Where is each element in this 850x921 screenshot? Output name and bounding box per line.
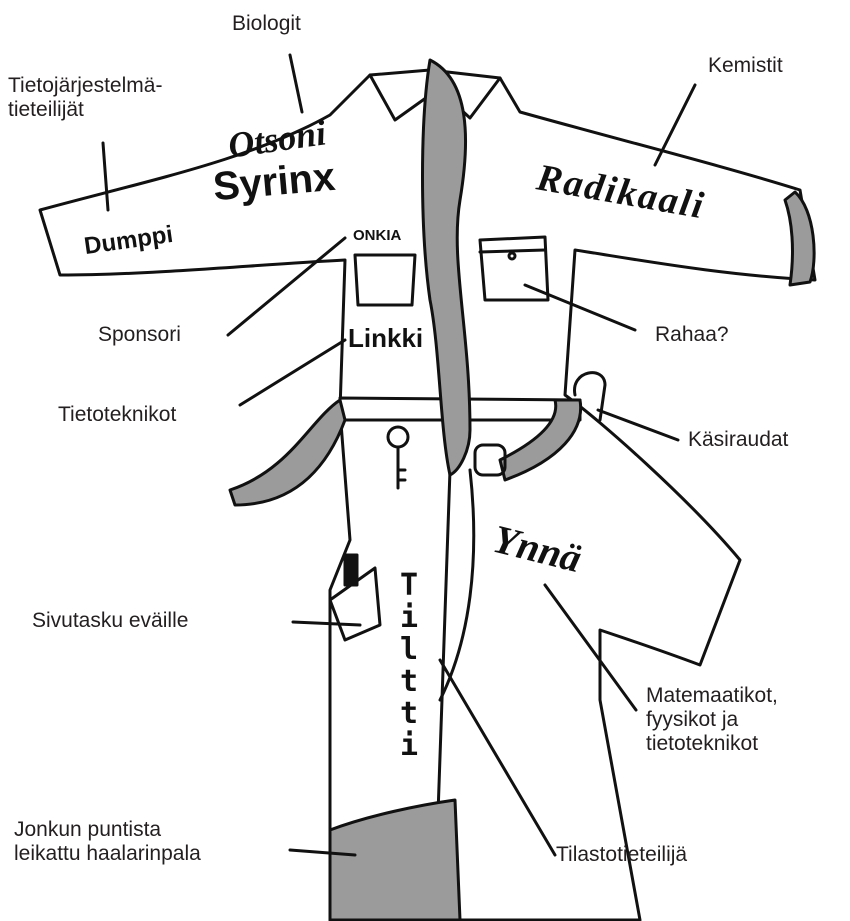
label-jonkun-puntista: Jonkun puntista leikattu haalarinpala xyxy=(14,818,201,866)
label-sivutasku: Sivutasku eväille xyxy=(32,609,188,633)
label-matemaatikot: Matemaatikot, fyysikot ja tietoteknikot xyxy=(646,684,778,756)
label-kasiraudat: Käsiraudat xyxy=(688,428,788,452)
label-tietoteknikot: Tietoteknikot xyxy=(58,403,176,427)
pen-icon xyxy=(345,555,357,585)
label-kemistit: Kemistit xyxy=(708,54,783,78)
brand-onkia: ONKIA xyxy=(353,227,401,244)
label-rahaa: Rahaa? xyxy=(655,323,729,347)
label-tietojarjestelmatieteilijat: Tietojärjestelmä- tieteilijät xyxy=(8,74,162,122)
label-tilastotieteilija: Tilastotieteilijä xyxy=(556,843,687,867)
label-sponsori: Sponsori xyxy=(98,323,181,347)
brand-tiltti: Tiltti xyxy=(400,570,420,762)
brand-linkki: Linkki xyxy=(348,323,423,354)
label-biologit: Biologit xyxy=(232,12,301,36)
